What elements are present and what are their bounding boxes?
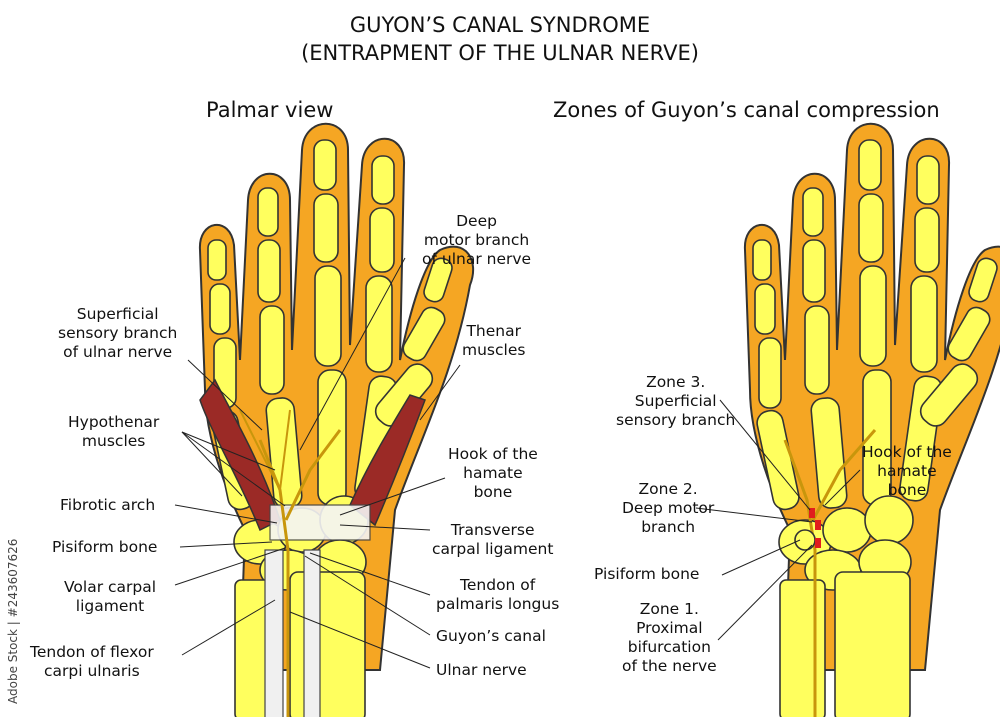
label-superficial-sensory-branch: Superficial sensory branch of ulnar nerv…	[58, 305, 178, 361]
zone-2-marker	[815, 520, 821, 530]
ulnar-nerve	[258, 429, 342, 717]
zone-1-marker	[815, 538, 821, 548]
label-fibrotic-arch: Fibrotic arch	[60, 496, 156, 514]
title-line-1: GUYON’S CANAL SYNDROME	[349, 13, 651, 37]
label-tendon-flexor-carpi-ulnaris: Tendon of flexor carpi ulnaris	[30, 643, 154, 680]
label-deep-motor-branch: Deep motor branch of ulnar nerve	[422, 212, 532, 268]
ulnar-nerve-right	[783, 429, 877, 717]
left-leader-lines	[174, 257, 461, 669]
right-leader-lines	[695, 399, 861, 641]
label-zone-2: Zone 2. Deep motor branch	[622, 480, 715, 536]
flexor-carpi-ulnaris-tendon	[264, 549, 284, 717]
label-pisiform-bone-left: Pisiform bone	[52, 538, 158, 556]
right-panel-heading: Zones of Guyon’s canal compression	[553, 98, 940, 122]
label-transverse-carpal-ligament: Transverse carpal ligament	[432, 521, 554, 558]
zone-3-marker	[809, 508, 815, 518]
pisiform-bone-right	[794, 529, 816, 551]
palmaris-longus-tendon	[303, 549, 321, 717]
label-zone-3: Zone 3. Superficial sensory branch	[616, 373, 736, 429]
label-volar-carpal-ligament: Volar carpal ligament	[64, 578, 157, 615]
label-tendon-palmaris-longus: Tendon of palmaris longus	[436, 576, 560, 613]
title-line-2: (ENTRAPMENT OF THE ULNAR NERVE)	[301, 41, 699, 65]
label-hook-of-hamate-right: Hook of the hamate bone	[862, 443, 952, 499]
label-zone-1: Zone 1. Proximal bifurcation of the nerv…	[622, 600, 717, 675]
stock-id-watermark: Adobe Stock | #243607626	[6, 538, 20, 704]
label-thenar-muscles: Thenar muscles	[462, 322, 526, 359]
nerve-branches	[239, 409, 291, 491]
label-ulnar-nerve: Ulnar nerve	[436, 661, 527, 679]
label-pisiform-bone-right: Pisiform bone	[594, 565, 700, 583]
label-hook-of-hamate-left: Hook of the hamate bone	[448, 445, 538, 501]
label-hypothenar-muscles: Hypothenar muscles	[68, 413, 160, 450]
label-guyons-canal: Guyon’s canal	[436, 627, 546, 645]
left-panel-heading: Palmar view	[206, 98, 334, 122]
